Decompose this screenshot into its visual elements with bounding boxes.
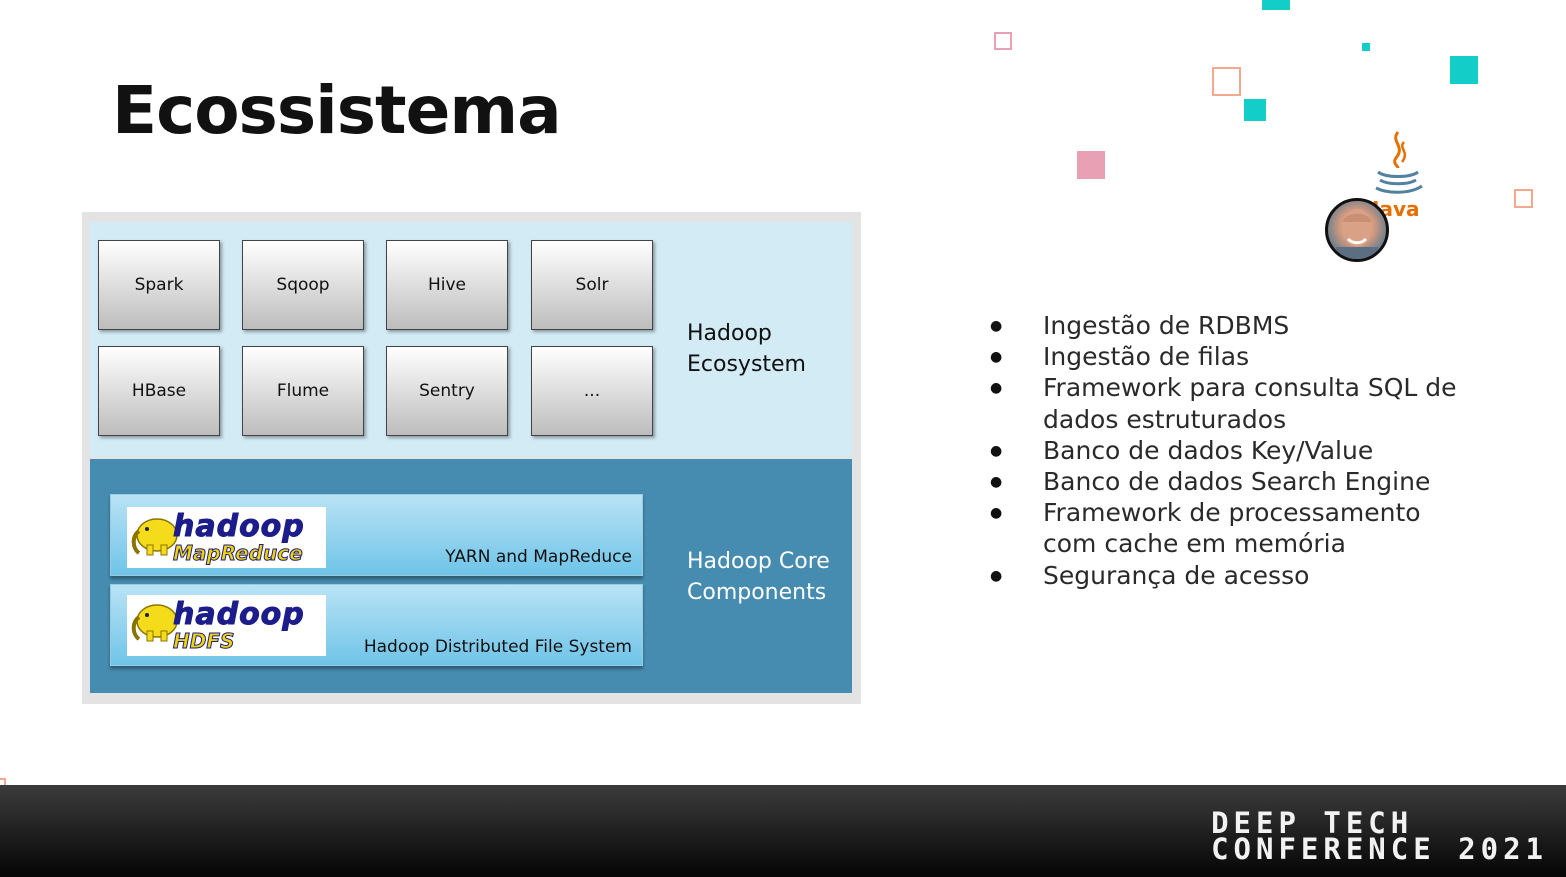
band-label-yarn: YARN and MapReduce (445, 547, 632, 567)
tile-spark: Spark (98, 240, 220, 330)
list-item: Banco de dados Key/Value (988, 435, 1458, 467)
list-item: Banco de dados Search Engine (988, 466, 1458, 498)
band-yarn-mapreduce: hadoop MapReduce YARN and MapReduce (110, 494, 643, 576)
band-hdfs: hadoop HDFS Hadoop Distributed File Syst… (110, 584, 643, 666)
deco-square-teal (1450, 56, 1478, 84)
tile-solr: Solr (531, 240, 653, 330)
elephant-icon (131, 518, 178, 556)
tile-flume: Flume (242, 346, 364, 436)
tile-sqoop: Sqoop (242, 240, 364, 330)
hadoop-mapreduce-logo: hadoop MapReduce (127, 507, 326, 568)
core-components-panel: hadoop MapReduce YARN and MapReduce hado… (90, 459, 852, 693)
deco-square-outline (994, 32, 1012, 50)
core-components-label: Hadoop Core Components (687, 549, 830, 605)
conference-logo-text: DEEP TECH CONFERENCE 2021 (1211, 806, 1548, 866)
list-item: Ingestão de filas (988, 341, 1458, 373)
deco-square-pink (1077, 151, 1105, 179)
elephant-icon (131, 604, 178, 642)
list-item: Framework de processamento com cache em … (988, 497, 1458, 559)
ecosystem-panel: Spark Sqoop Hive Solr HBase Flume Sentry… (90, 222, 852, 456)
feature-bullet-list: Ingestão de RDBMS Ingestão de filas Fram… (988, 310, 1458, 592)
list-item: Framework para consulta SQL de dados est… (988, 372, 1458, 434)
deco-square-teal (1362, 43, 1370, 51)
page-title: Ecossistema (112, 72, 562, 149)
deco-square-teal (1262, 0, 1290, 10)
list-item: Ingestão de RDBMS (988, 310, 1458, 342)
list-item: Segurança de acesso (988, 560, 1458, 592)
deco-square-teal (1244, 99, 1266, 121)
hadoop-diagram: Spark Sqoop Hive Solr HBase Flume Sentry… (82, 212, 861, 704)
deco-square-outline (1212, 67, 1241, 96)
band-label-hdfs: Hadoop Distributed File System (363, 637, 632, 657)
tile-hive: Hive (386, 240, 508, 330)
footer-bar (0, 785, 1566, 877)
tile-more: ... (531, 346, 653, 436)
avatar-photo (1325, 198, 1389, 262)
deco-square-outline (1514, 189, 1533, 208)
tile-hbase: HBase (98, 346, 220, 436)
hadoop-hdfs-logo: hadoop HDFS (127, 595, 326, 656)
ecosystem-label: Hadoop Ecosystem (687, 321, 806, 377)
tile-sentry: Sentry (386, 346, 508, 436)
